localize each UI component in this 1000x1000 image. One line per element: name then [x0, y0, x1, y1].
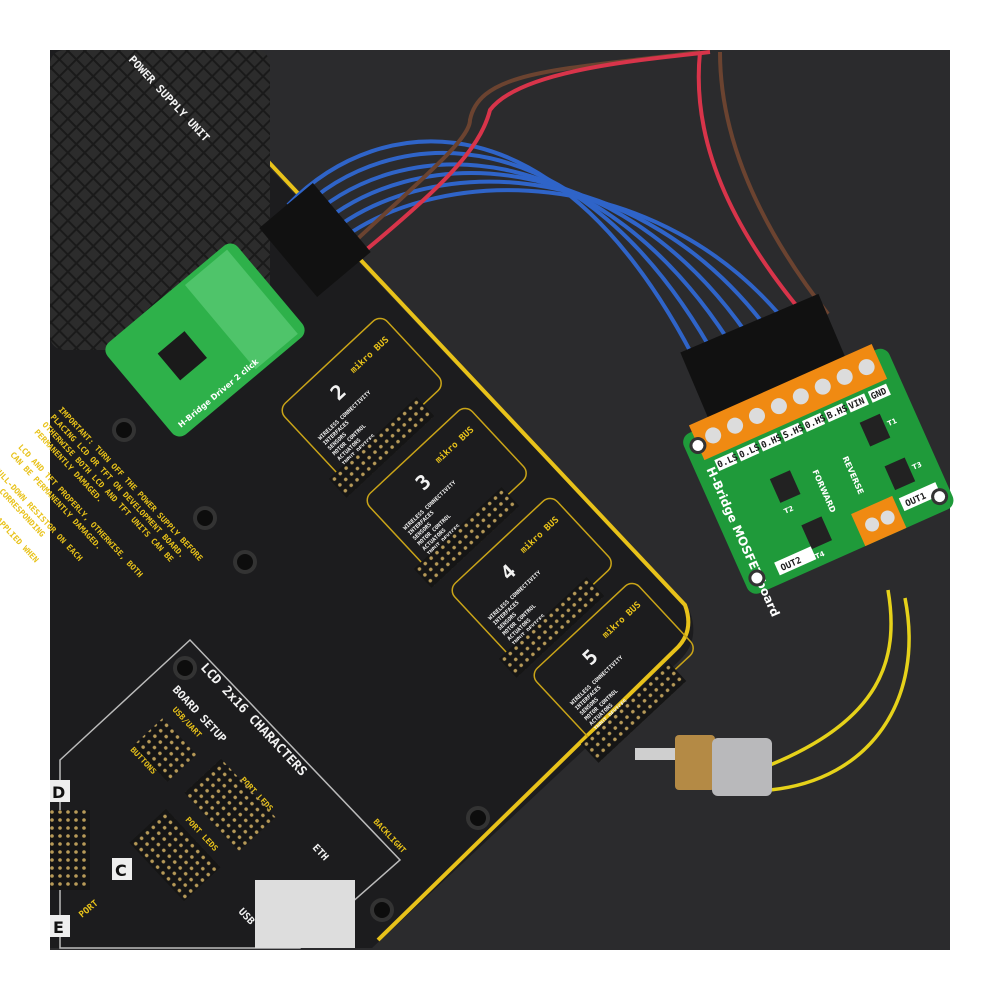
dip-switch[interactable] [133, 718, 197, 782]
terminal-screw[interactable] [703, 425, 724, 446]
terminal-screw[interactable] [790, 386, 811, 407]
terminal-block [184, 249, 298, 370]
standoff [173, 656, 197, 680]
dc-gear-motor [635, 735, 772, 796]
terminal-block-2pin [851, 495, 907, 547]
motor-wires [769, 589, 911, 792]
terminal-screw[interactable] [768, 396, 789, 417]
port-letter-e: E [50, 915, 70, 937]
svg-text:E: E [53, 918, 64, 937]
slot-header [328, 396, 435, 498]
slot-header [498, 576, 605, 678]
terminal-screw[interactable] [856, 357, 877, 378]
svg-text:T4: T4 [814, 550, 826, 561]
board-edge-stripe [166, 53, 691, 942]
motor-shaft [635, 748, 680, 760]
standoff [193, 506, 217, 530]
standoff [370, 898, 394, 922]
slot-header [580, 661, 687, 763]
gearbox [675, 735, 715, 790]
driver-ic [157, 331, 207, 381]
standoff [112, 418, 136, 442]
terminal-screw[interactable] [725, 415, 746, 436]
svg-text:T2: T2 [783, 504, 795, 515]
dip-switch[interactable] [184, 758, 276, 852]
svg-text:C: C [115, 861, 127, 880]
dip-switch[interactable] [129, 808, 221, 902]
port-letter-d: D [50, 780, 70, 802]
jumper-wires [286, 50, 830, 371]
motor-can [712, 738, 772, 796]
svg-text:T3: T3 [911, 460, 923, 471]
port-letter-c: C [112, 858, 132, 880]
mosfet-t4 [801, 516, 833, 550]
svg-text:T1: T1 [886, 417, 898, 428]
header-connectors [259, 183, 850, 427]
terminal-screw[interactable] [812, 376, 833, 397]
pin-header [50, 810, 90, 890]
mosfet-t1 [859, 413, 891, 447]
mosfet-t2 [769, 470, 801, 503]
slot-header [413, 486, 520, 588]
svg-text:D: D [52, 783, 65, 802]
mosfet-t3 [884, 457, 916, 491]
ethernet-connector [255, 880, 355, 948]
standoff [466, 806, 490, 830]
terminal-screw[interactable] [746, 405, 767, 426]
standoff [233, 550, 257, 574]
development-board: POWER SUPPLY UNIT IMPORTANT: TURN OFF TH… [0, 50, 694, 949]
terminal-screw[interactable] [834, 366, 855, 387]
